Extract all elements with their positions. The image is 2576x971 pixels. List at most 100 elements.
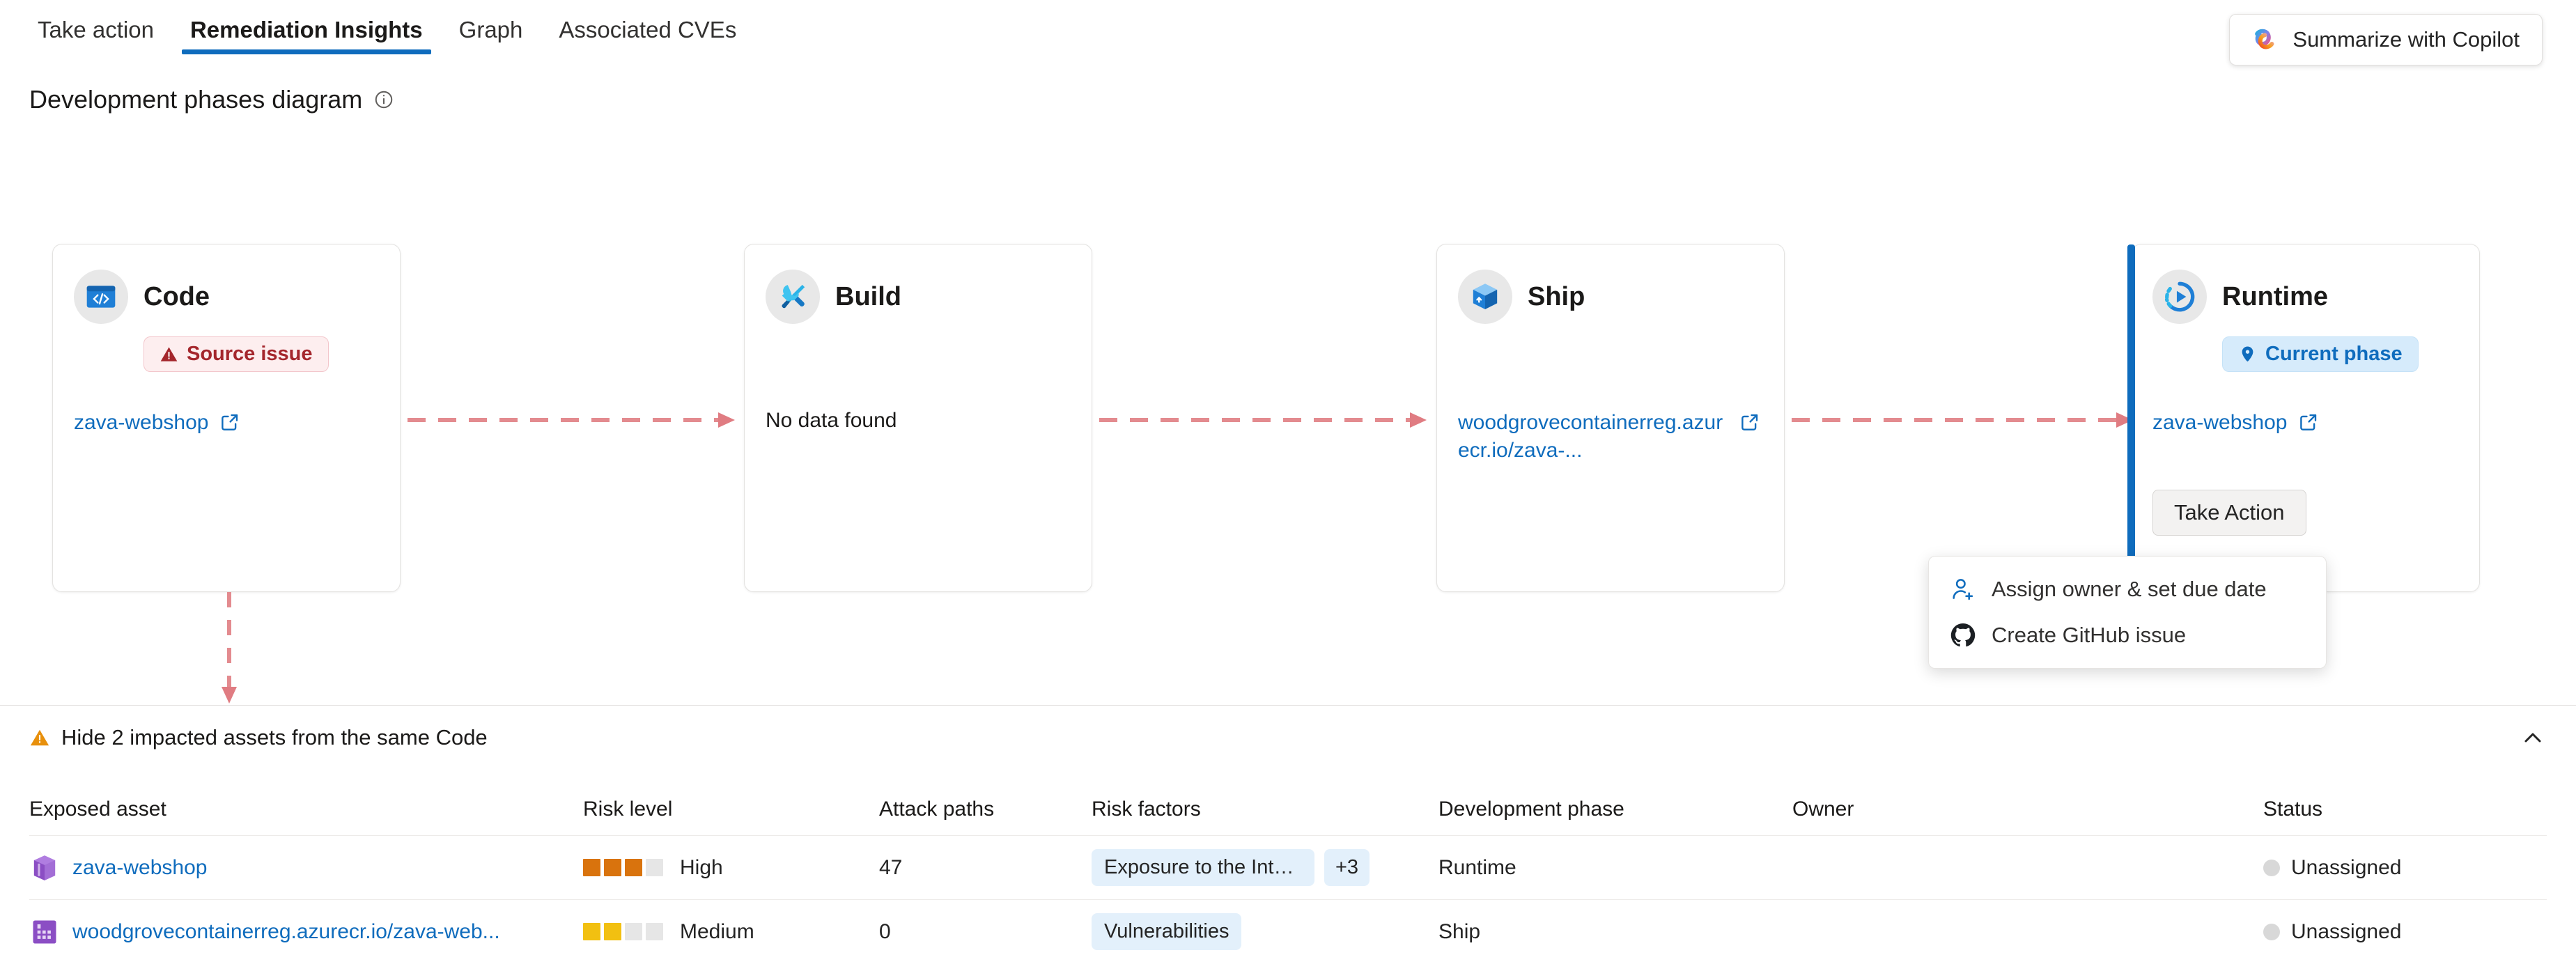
phase-card-header: Build bbox=[766, 270, 1071, 324]
impacted-assets-table: Exposed asset Risk level Attack paths Ri… bbox=[29, 784, 2547, 963]
tab-label: Associated CVEs bbox=[559, 17, 737, 42]
column-header-risk-factors: Risk factors bbox=[1092, 798, 1201, 821]
package-box-icon bbox=[1458, 270, 1512, 324]
tab-label: Take action bbox=[38, 17, 154, 42]
risk-level-label: Medium bbox=[680, 919, 754, 943]
take-action-context-menu: Assign owner & set due date Create GitHu… bbox=[1928, 556, 2327, 669]
cell-risk-level: Medium bbox=[583, 920, 879, 944]
external-link-icon bbox=[2298, 412, 2319, 433]
status-label: Unassigned bbox=[2291, 855, 2402, 879]
phase-card-header: Runtime bbox=[2152, 270, 2458, 324]
phase-card-build[interactable]: Build No data found bbox=[744, 244, 1092, 592]
phase-card-header: Code bbox=[74, 270, 379, 324]
tab-label: Graph bbox=[458, 17, 523, 42]
connector-build-to-ship bbox=[1099, 412, 1427, 428]
phase-asset-link[interactable]: zava-webshop bbox=[74, 409, 376, 437]
tab-graph[interactable]: Graph bbox=[441, 0, 541, 60]
phase-title: Ship bbox=[1528, 281, 1585, 311]
risk-level-bars bbox=[583, 859, 663, 876]
cell-exposed-asset: woodgrovecontainerreg.azurecr.io/zava-we… bbox=[29, 917, 583, 947]
column-header-development-phase: Development phase bbox=[1438, 798, 1624, 821]
badge-label: Source issue bbox=[187, 343, 313, 365]
risk-factor-overflow-chip[interactable]: +3 bbox=[1324, 849, 1370, 886]
connector-code-to-build bbox=[408, 412, 735, 428]
cell-exposed-asset: zava-webshop bbox=[29, 853, 583, 883]
cell-risk-factors: Exposure to the Inter... +3 bbox=[1092, 849, 1438, 886]
info-icon[interactable] bbox=[373, 89, 394, 110]
external-link-icon bbox=[1739, 412, 1760, 433]
phase-asset-link[interactable]: woodgrovecontainerreg.azurecr.io/zava-..… bbox=[1458, 409, 1760, 464]
risk-factor-chip[interactable]: Vulnerabilities bbox=[1092, 913, 1242, 950]
cell-status: Unassigned bbox=[2263, 920, 2547, 944]
phase-card-runtime[interactable]: Runtime Current phase zava-webshop Take … bbox=[2127, 244, 2480, 592]
table-header-row: Exposed asset Risk level Attack paths Ri… bbox=[29, 784, 2547, 835]
risk-level-bars bbox=[583, 923, 663, 940]
page-title: Development phases diagram bbox=[29, 85, 394, 114]
badge-label: Current phase bbox=[2265, 343, 2403, 365]
table-row[interactable]: zava-webshop High 47 Exposure to the Int… bbox=[29, 835, 2547, 899]
menu-item-label: Create GitHub issue bbox=[1992, 623, 2187, 647]
phase-asset-link-label: zava-webshop bbox=[2152, 411, 2288, 434]
section-divider bbox=[0, 705, 2576, 706]
phase-card-ship[interactable]: Ship woodgrovecontainerreg.azurecr.io/za… bbox=[1436, 244, 1785, 592]
container-registry-icon bbox=[29, 917, 60, 947]
cell-attack-paths: 47 bbox=[879, 855, 903, 879]
phase-title: Code bbox=[143, 281, 210, 311]
cell-risk-level: High bbox=[583, 856, 879, 880]
cell-risk-factors: Vulnerabilities bbox=[1092, 913, 1438, 950]
tools-icon bbox=[766, 270, 820, 324]
column-header-owner: Owner bbox=[1792, 798, 1854, 821]
location-pin-icon bbox=[2238, 345, 2257, 364]
tab-remediation-insights[interactable]: Remediation Insights bbox=[172, 0, 441, 60]
status-label: Unassigned bbox=[2291, 919, 2402, 943]
collapse-bar-label: Hide 2 impacted assets from the same Cod… bbox=[61, 725, 488, 749]
impacted-assets-collapse-bar: Hide 2 impacted assets from the same Cod… bbox=[29, 717, 2547, 758]
warning-triangle-icon bbox=[29, 727, 50, 748]
phase-asset-link-label: woodgrovecontainerreg.azurecr.io/zava-..… bbox=[1458, 411, 1723, 462]
cell-attack-paths: 0 bbox=[879, 919, 891, 943]
menu-item-label: Assign owner & set due date bbox=[1992, 577, 2267, 601]
phase-title: Runtime bbox=[2222, 281, 2328, 311]
menu-item-create-github-issue[interactable]: Create GitHub issue bbox=[1929, 612, 2326, 658]
tab-associated-cves[interactable]: Associated CVEs bbox=[541, 0, 754, 60]
table-row[interactable]: woodgrovecontainerreg.azurecr.io/zava-we… bbox=[29, 899, 2547, 963]
asset-link[interactable]: woodgrovecontainerreg.azurecr.io/zava-we… bbox=[72, 919, 500, 943]
asset-link[interactable]: zava-webshop bbox=[72, 855, 208, 879]
status-dot-icon bbox=[2263, 859, 2280, 876]
status-badge-source-issue: Source issue bbox=[143, 336, 329, 372]
menu-item-assign-owner[interactable]: Assign owner & set due date bbox=[1929, 566, 2326, 612]
tab-take-action[interactable]: Take action bbox=[29, 0, 172, 60]
warning-triangle-icon bbox=[160, 345, 178, 364]
risk-level-label: High bbox=[680, 855, 723, 879]
column-header-attack-paths: Attack paths bbox=[879, 798, 995, 821]
status-badge-current-phase: Current phase bbox=[2222, 336, 2419, 372]
person-add-icon bbox=[1950, 576, 1976, 603]
status-dot-icon bbox=[2263, 923, 2280, 940]
phase-asset-link[interactable]: zava-webshop bbox=[2152, 409, 2455, 437]
column-header-status: Status bbox=[2263, 798, 2323, 821]
summarize-with-copilot-button[interactable]: Summarize with Copilot bbox=[2229, 14, 2543, 65]
column-header-risk-level: Risk level bbox=[583, 798, 673, 821]
phase-asset-link-label: zava-webshop bbox=[74, 411, 209, 434]
hide-impacted-assets-toggle[interactable]: Hide 2 impacted assets from the same Cod… bbox=[29, 725, 488, 750]
copilot-label: Summarize with Copilot bbox=[2292, 27, 2520, 52]
github-icon bbox=[1950, 622, 1976, 648]
connector-code-to-assets bbox=[222, 592, 237, 704]
phase-card-code[interactable]: Code Source issue zava-webshop bbox=[52, 244, 401, 592]
runtime-gauge-icon bbox=[2152, 270, 2207, 324]
development-phases-diagram: Code Source issue zava-webshop bbox=[0, 237, 2576, 704]
phase-card-header: Ship bbox=[1458, 270, 1763, 324]
external-link-icon bbox=[219, 412, 240, 433]
tab-bar: Take action Remediation Insights Graph A… bbox=[0, 0, 2576, 60]
code-window-icon bbox=[74, 270, 128, 324]
column-header-exposed-asset: Exposed asset bbox=[29, 798, 166, 821]
phase-empty-state: No data found bbox=[766, 409, 897, 432]
copilot-icon bbox=[2252, 26, 2279, 53]
connector-ship-to-runtime bbox=[1792, 412, 2133, 428]
tab-label: Remediation Insights bbox=[189, 17, 423, 42]
phase-title: Build bbox=[835, 281, 901, 311]
purple-cube-icon bbox=[29, 853, 60, 883]
chevron-up-icon[interactable] bbox=[2519, 724, 2547, 752]
take-action-button[interactable]: Take Action bbox=[2152, 490, 2306, 536]
risk-factor-chip[interactable]: Exposure to the Inter... bbox=[1092, 849, 1314, 886]
